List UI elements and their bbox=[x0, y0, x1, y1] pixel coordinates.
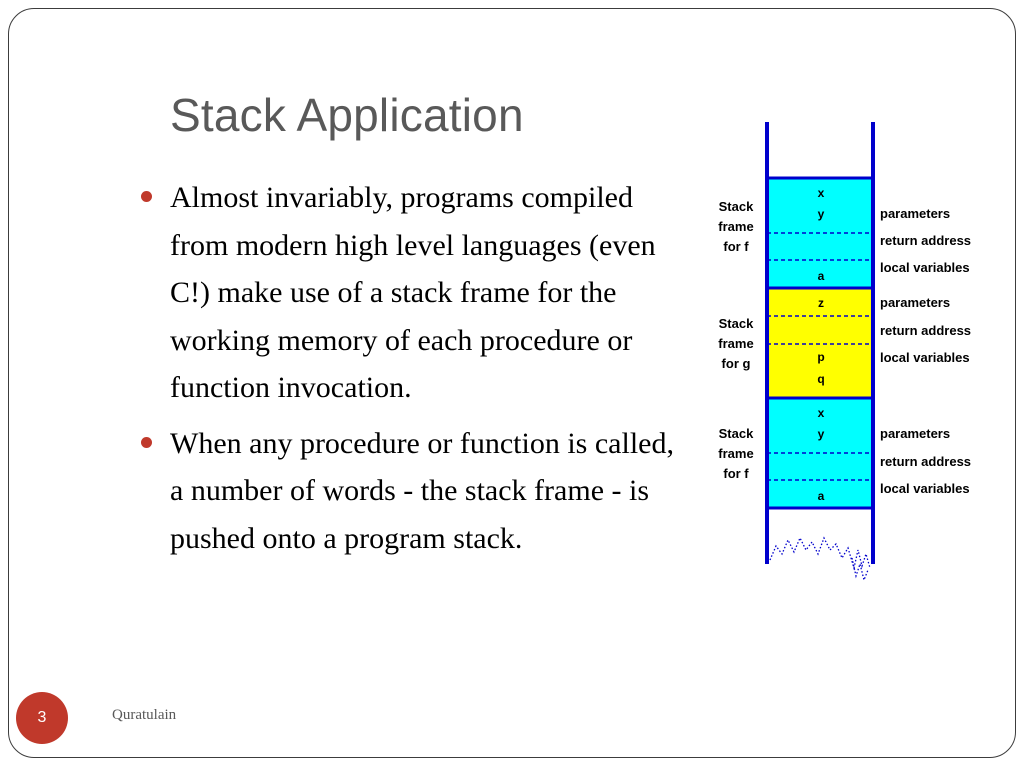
stack-continuation-squiggle bbox=[769, 536, 871, 571]
annotation-label: local variables bbox=[880, 481, 970, 496]
cell-label: a bbox=[818, 269, 825, 283]
stack-continuation-squiggle bbox=[851, 557, 869, 583]
annotation-label: parameters bbox=[880, 426, 950, 441]
cell-label: q bbox=[817, 372, 824, 386]
page-number-badge: 3 bbox=[16, 692, 68, 744]
cell-label: p bbox=[817, 350, 824, 364]
footer-author: Quratulain bbox=[112, 707, 177, 723]
stack-frame-g: z p q Stack frame for g parameters retur… bbox=[718, 288, 971, 398]
frame-label: for f bbox=[723, 239, 749, 254]
slide-frame bbox=[8, 8, 1016, 758]
bullet-item: Almost invariably, programs compiled fro… bbox=[140, 174, 680, 412]
annotation-label: return address bbox=[880, 233, 971, 248]
cell-label: y bbox=[818, 207, 825, 221]
frame-label: frame bbox=[718, 219, 753, 234]
annotation-label: parameters bbox=[880, 295, 950, 310]
annotation-label: local variables bbox=[880, 350, 970, 365]
bullet-text: When any procedure or function is called… bbox=[170, 426, 674, 555]
cell-label: x bbox=[818, 186, 825, 200]
annotation-label: return address bbox=[880, 323, 971, 338]
bullet-text: Almost invariably, programs compiled fro… bbox=[170, 181, 656, 404]
frame-label: frame bbox=[718, 446, 753, 461]
stack-frame-f-bottom: x y a Stack frame for f parameters retur… bbox=[718, 398, 971, 508]
annotation-label: return address bbox=[880, 454, 971, 469]
frame-block bbox=[767, 288, 873, 398]
bullet-item: When any procedure or function is called… bbox=[140, 420, 680, 563]
bullet-dot-icon bbox=[141, 436, 152, 448]
annotation-label: parameters bbox=[880, 206, 950, 221]
bullet-dot-icon bbox=[141, 191, 152, 202]
frame-label: for g bbox=[722, 356, 751, 371]
frame-label: frame bbox=[718, 336, 753, 351]
cell-label: z bbox=[818, 296, 824, 310]
cell-label: x bbox=[818, 406, 825, 420]
frame-label: Stack bbox=[719, 426, 754, 441]
cell-label: a bbox=[818, 489, 825, 503]
cell-label: y bbox=[818, 427, 825, 441]
frame-label: Stack bbox=[719, 316, 754, 331]
frame-label: for f bbox=[723, 466, 749, 481]
annotation-label: local variables bbox=[880, 260, 970, 275]
stack-frame-diagram: x y a Stack frame for f parameters retur… bbox=[718, 122, 971, 583]
stack-frame-f-top: x y a Stack frame for f parameters retur… bbox=[718, 178, 971, 288]
bullet-list: Almost invariably, programs compiled fro… bbox=[140, 174, 680, 570]
frame-label: Stack bbox=[719, 199, 754, 214]
slide-title: Stack Application bbox=[170, 89, 524, 141]
